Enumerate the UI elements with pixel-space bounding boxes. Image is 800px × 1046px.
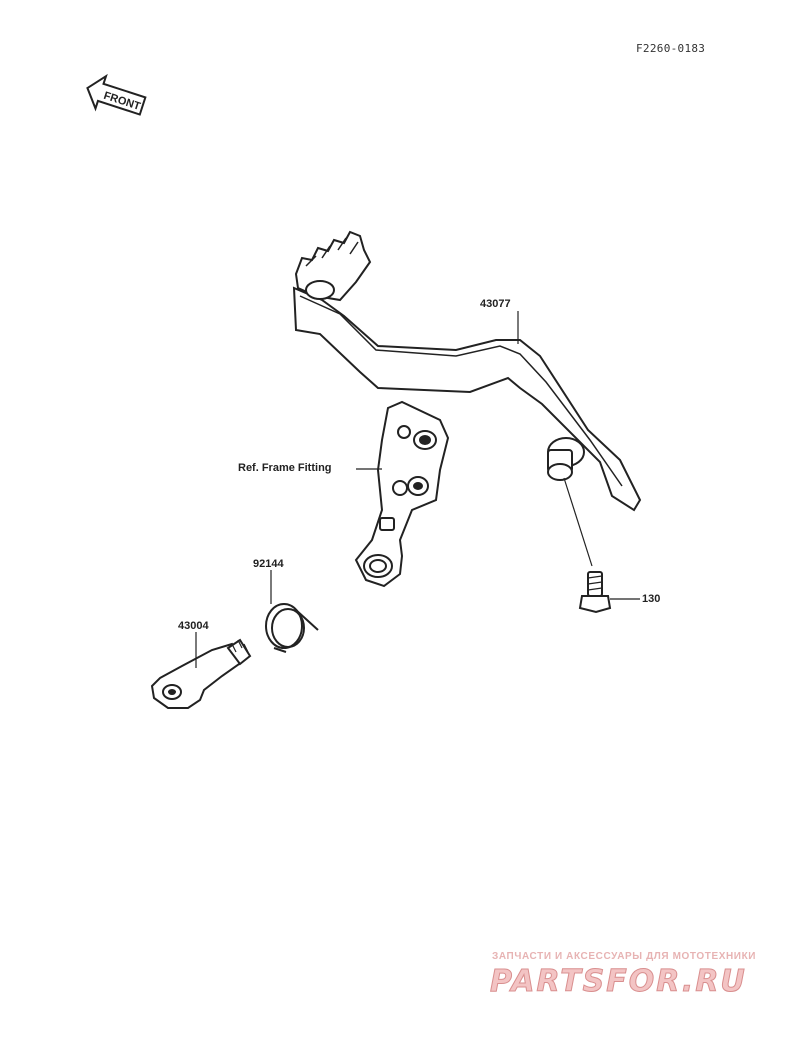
watermark-logo: PARTSFOR.RU	[490, 964, 747, 1000]
callout-92144[interactable]: 92144	[253, 558, 284, 570]
shaft-43004[interactable]	[150, 638, 252, 709]
spring-92144[interactable]	[265, 603, 319, 653]
frame-fitting-bracket[interactable]	[354, 400, 450, 588]
diagram-reference-code: F2260-0183	[636, 42, 706, 55]
bolt-axis-line	[563, 477, 593, 567]
bolt-130[interactable]	[578, 571, 612, 614]
callout-frame-fitting[interactable]: Ref. Frame Fitting	[238, 462, 332, 474]
brake-pedal-43077[interactable]	[292, 230, 642, 512]
front-arrow-icon: FRONT	[86, 73, 147, 116]
callout-43077[interactable]: 43077	[480, 298, 511, 310]
callout-130[interactable]: 130	[642, 593, 661, 605]
leader-lines	[195, 311, 640, 668]
callout-43004[interactable]: 43004	[178, 620, 209, 632]
watermark-tagline: ЗАПЧАСТИ И АКСЕССУАРЫ ДЛЯ МОТОТЕХНИКИ	[492, 951, 757, 962]
